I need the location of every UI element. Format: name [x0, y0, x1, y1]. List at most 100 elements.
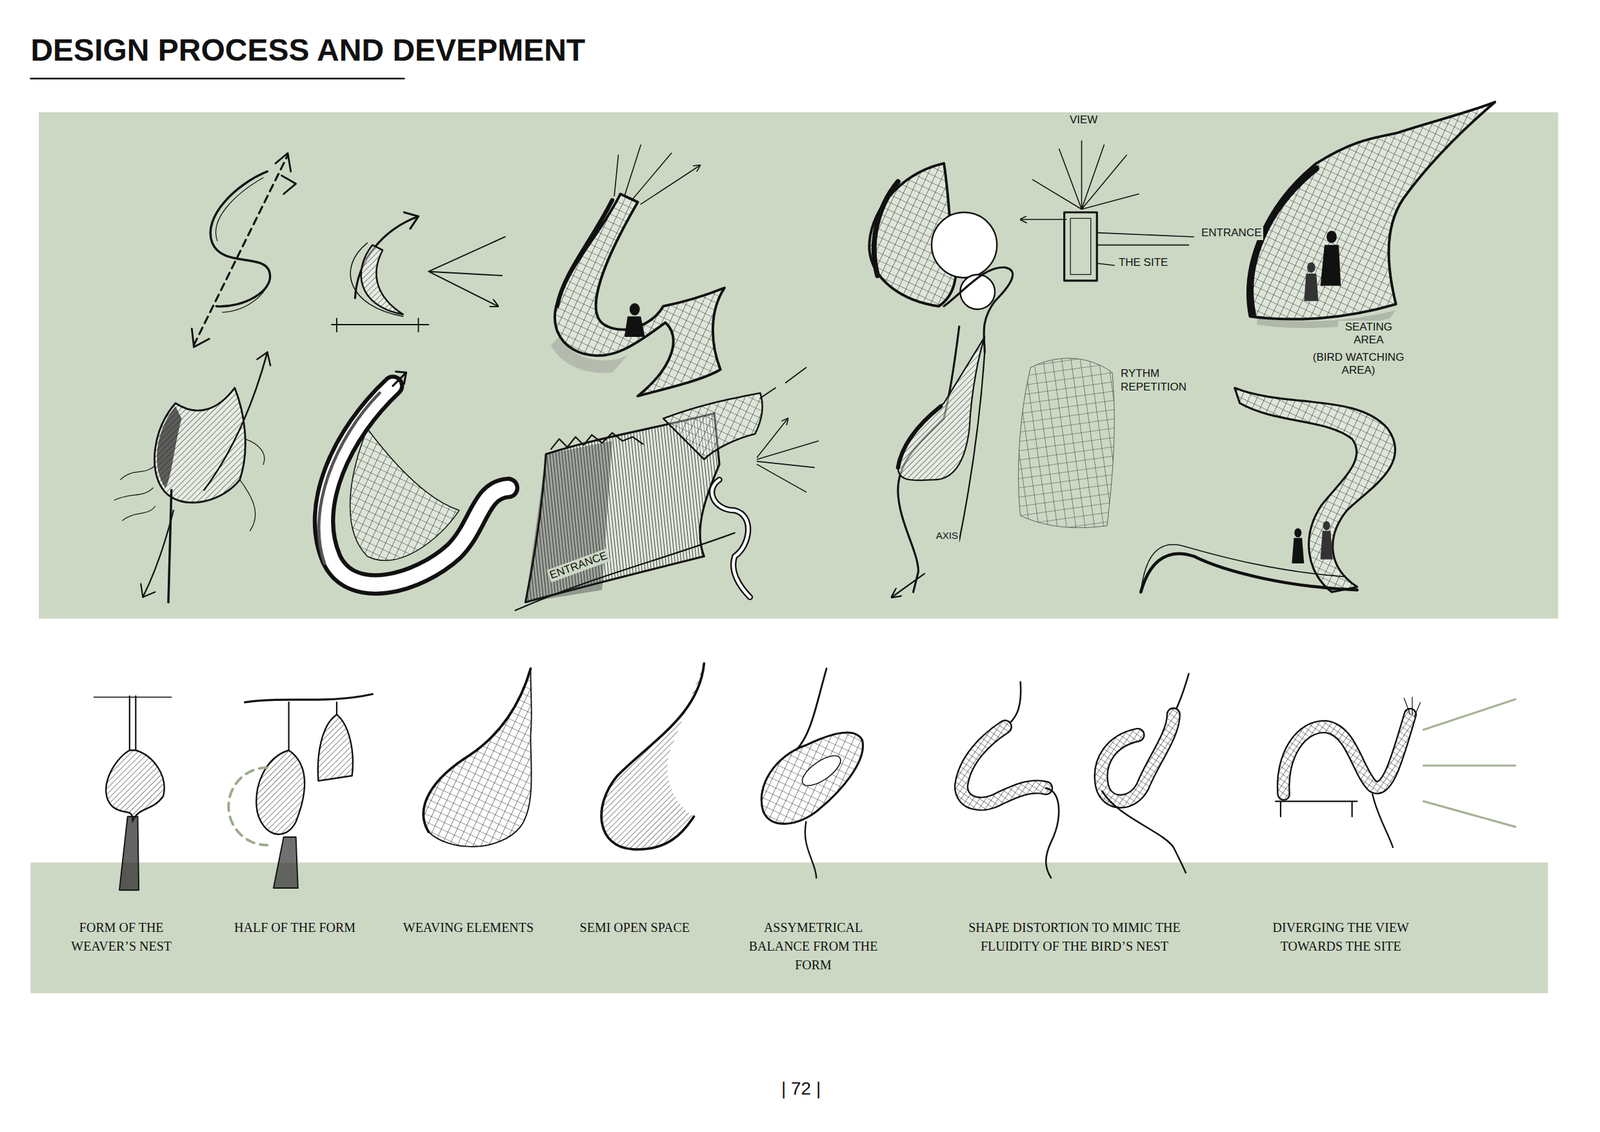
title-underline	[30, 78, 404, 80]
half-form-step	[228, 767, 268, 845]
nest-column-sketch	[898, 336, 986, 480]
s-curve-sketch	[194, 154, 289, 345]
page-number: | 72 |	[781, 1077, 821, 1100]
distortion-step	[1101, 714, 1174, 801]
canopy-sketch	[1326, 230, 1337, 243]
half-form-step	[245, 694, 373, 703]
rhythm-grid-sketch	[1018, 358, 1115, 528]
asymmetry-step	[761, 668, 863, 878]
canopy-sketch	[1303, 273, 1319, 302]
thick-hook-sketch	[350, 428, 460, 560]
bulb-sketch	[142, 510, 173, 597]
entrance-wall-sketch	[515, 367, 819, 610]
bulb-sketch	[240, 438, 265, 531]
canopy-sketch	[1320, 245, 1342, 286]
diverging-view-step	[1275, 696, 1516, 847]
nest-column-sketch	[931, 212, 997, 278]
bulb-sketch	[168, 489, 172, 602]
sketch-annotation: VIEW	[1068, 113, 1099, 127]
thick-hook-sketch	[323, 385, 508, 585]
nest-column-sketch	[960, 274, 995, 310]
entrance-wall-sketch	[515, 532, 735, 611]
half-form-step	[287, 701, 290, 750]
step-caption: ASSYMETRICAL BALANCE FROM THE FORM	[736, 918, 890, 975]
bulb-sketch	[156, 405, 182, 488]
spiral-ribbon-sketch	[1140, 387, 1395, 592]
canopy-sketch	[1247, 101, 1495, 319]
distortion-step	[1045, 787, 1059, 878]
thick-hook-sketch	[323, 385, 508, 585]
site-plan-sketch	[1064, 212, 1098, 281]
step-caption: SHAPE DISTORTION TO MIMIC THE FLUIDITY O…	[944, 918, 1205, 956]
canopy-sketch	[1247, 101, 1495, 328]
site-plan-sketch	[1070, 218, 1091, 275]
weaving-step	[423, 668, 532, 847]
s-curve-sketch	[191, 328, 210, 347]
spiral-ribbon-sketch	[1140, 553, 1357, 593]
s-curve-sketch	[191, 152, 296, 348]
sketch-annotation: (BIRD WATCHING AREA)	[1303, 350, 1413, 378]
hook-arrow-sketch	[331, 212, 506, 332]
semi-open-step	[601, 663, 704, 850]
rhythm-grid-sketch	[1018, 358, 1115, 528]
distortion-step	[1101, 714, 1174, 801]
spiral-ribbon-sketch	[1234, 387, 1396, 592]
nest-column-sketch	[891, 573, 925, 597]
nest-column-sketch	[959, 352, 986, 542]
mesh-ribbon-sketch	[624, 316, 646, 337]
canopy-sketch	[1307, 261, 1316, 273]
spiral-ribbon-sketch	[1320, 530, 1333, 559]
sketch-annotation: THE SITE	[1117, 256, 1170, 270]
bulb-sketch	[257, 352, 271, 366]
spiral-ribbon-sketch	[1323, 520, 1331, 530]
page-title: DESIGN PROCESS AND DEVEPMENT	[30, 34, 586, 66]
distortion-step	[961, 673, 1190, 878]
mesh-ribbon-sketch	[550, 145, 725, 397]
sketch-annotation: AXIS	[934, 529, 960, 542]
step-caption: FORM OF THE WEAVER’S NEST	[54, 918, 188, 956]
diverging-view-step	[1283, 714, 1411, 794]
mesh-ribbon-sketch	[554, 194, 725, 397]
diverging-view-step	[1372, 794, 1393, 848]
spiral-ribbon-sketch	[1291, 538, 1304, 564]
sketch-annotation: SEATING AREA	[1338, 320, 1400, 348]
title-underline	[30, 78, 404, 80]
semi-open-step	[601, 663, 704, 850]
half-form-step	[336, 701, 338, 715]
bulb-sketch	[203, 352, 268, 491]
caption-band	[30, 861, 1548, 993]
mesh-ribbon-sketch	[557, 200, 613, 306]
s-curve-sketch	[281, 175, 297, 194]
half-form-step	[273, 836, 299, 888]
nest-column-sketch	[943, 267, 1013, 352]
weaving-step	[423, 668, 531, 832]
step-caption: WEAVING ELEMENTS	[391, 918, 545, 937]
half-form-step	[256, 749, 305, 834]
nest-column-sketch	[869, 163, 1013, 597]
s-curve-sketch	[222, 275, 271, 313]
hook-arrow-sketch	[403, 212, 419, 229]
weaver-nest-step	[105, 749, 164, 822]
thick-hook-sketch	[318, 392, 380, 564]
entrance-wall-sketch	[550, 432, 643, 450]
asymmetry-step	[798, 750, 846, 791]
thick-hook-sketch	[396, 371, 407, 384]
diverging-view-step	[1423, 698, 1515, 827]
entrance-wall-sketch	[663, 392, 763, 460]
thick-hook-sketch	[318, 371, 508, 585]
sketch-annotation: RYTHM REPETITION	[1119, 367, 1204, 394]
diverging-view-step	[1275, 801, 1358, 817]
asymmetry-step	[805, 821, 817, 878]
step-caption: HALF OF THE FORM	[218, 918, 371, 937]
hook-arrow-sketch	[428, 236, 506, 307]
caption-band	[30, 861, 1548, 993]
mesh-ribbon-sketch	[629, 303, 640, 316]
hook-arrow-sketch	[331, 318, 429, 332]
spiral-ribbon-sketch	[1140, 544, 1345, 593]
hook-arrow-sketch	[350, 242, 404, 317]
s-curve-sketch	[275, 152, 291, 171]
site-plan-sketch	[1020, 140, 1139, 220]
weaver-nest-step	[94, 696, 172, 891]
sketch-annotation: ENTRANCE	[1200, 226, 1264, 240]
mesh-ribbon-sketch	[614, 145, 700, 205]
